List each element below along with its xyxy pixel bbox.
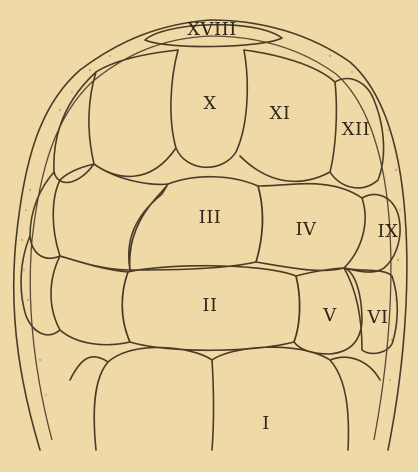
plate-i-left-curve [70,357,108,380]
label-xii: XII [342,119,371,140]
label-ix: IX [378,221,399,242]
plate-left-middle [53,164,168,270]
label-x: X [203,93,216,114]
plate-i [94,347,348,450]
label-vi: VI [366,307,388,328]
plate-i-right-curve [330,357,380,380]
label-xi: XI [270,103,291,124]
label-iii: III [199,207,222,228]
label-v: V [322,305,337,326]
plate-left-far-middle [30,172,60,258]
label-iv: IV [295,219,317,240]
label-i: I [262,413,270,434]
outer-outline [14,20,407,450]
plate-left-upper [89,50,178,176]
plate-left-far-lower [21,236,60,335]
label-ii: II [202,295,217,316]
plate-iii [129,177,263,270]
plate-i-divider [212,360,214,450]
label-xviii: XVIII [187,19,237,40]
